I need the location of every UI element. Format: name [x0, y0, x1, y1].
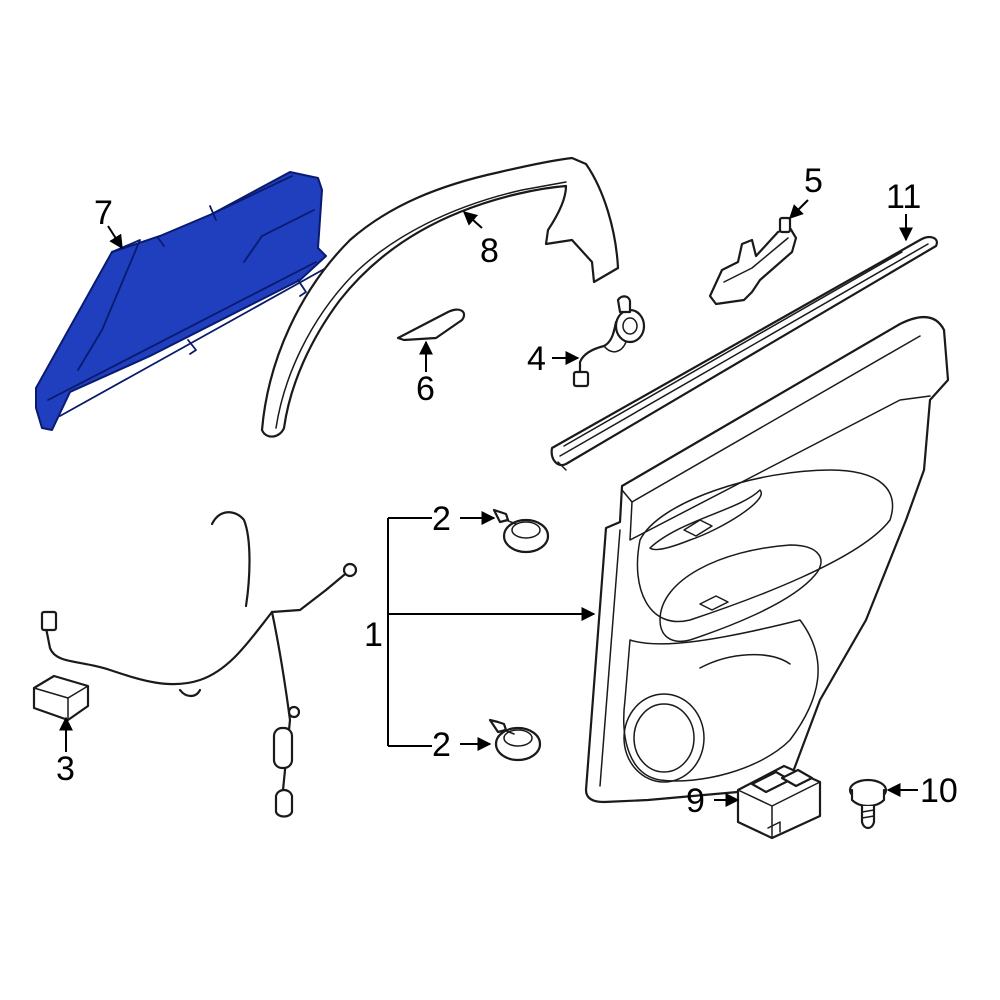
callout-3: 3: [56, 750, 75, 788]
part-1-door-trim-panel[interactable]: [584, 316, 950, 804]
part-2-clip-lower[interactable]: [488, 718, 542, 762]
part-8-window-frame-trim[interactable]: [260, 156, 620, 438]
part-2-clip-upper[interactable]: [492, 508, 550, 554]
part-9-switch-module[interactable]: [736, 764, 822, 840]
part-4-speaker-wire[interactable]: [572, 295, 646, 388]
part-6-trim-piece[interactable]: [396, 308, 466, 342]
callout-9: 9: [686, 782, 705, 820]
callout-4-group: 4: [527, 340, 580, 378]
part-5-handle-bracket[interactable]: [708, 216, 798, 306]
callout-9-group: 9: [686, 782, 740, 820]
callout-11-group: 11: [886, 178, 921, 242]
callout-2a-group: 2: [432, 500, 496, 538]
callout-2b-group: 2: [432, 726, 492, 764]
callout-8: 8: [480, 232, 499, 270]
part-11-belt-weatherstrip[interactable]: [550, 236, 938, 471]
callout-2-lower: 2: [432, 726, 451, 764]
callout-7-group: 7: [94, 194, 123, 250]
callout-1-group: 1: [364, 517, 596, 747]
part-3-wiring-harness[interactable]: [32, 511, 358, 818]
callout-6-group: 6: [416, 340, 435, 408]
callout-3-group: 3: [56, 716, 75, 788]
callout-7: 7: [94, 194, 113, 232]
callout-10: 10: [920, 772, 958, 810]
part-7-highlighted-panel[interactable]: [35, 171, 327, 431]
callout-2-upper: 2: [432, 500, 451, 538]
callout-11: 11: [886, 178, 921, 216]
callout-10-group: 10: [886, 772, 958, 810]
callout-8-group: 8: [462, 211, 499, 270]
callout-5-group: 5: [789, 162, 823, 219]
callout-5: 5: [804, 162, 823, 200]
callout-6: 6: [416, 370, 435, 408]
callout-1: 1: [364, 616, 383, 654]
callout-4: 4: [527, 340, 546, 378]
part-10-screw[interactable]: [848, 778, 888, 830]
